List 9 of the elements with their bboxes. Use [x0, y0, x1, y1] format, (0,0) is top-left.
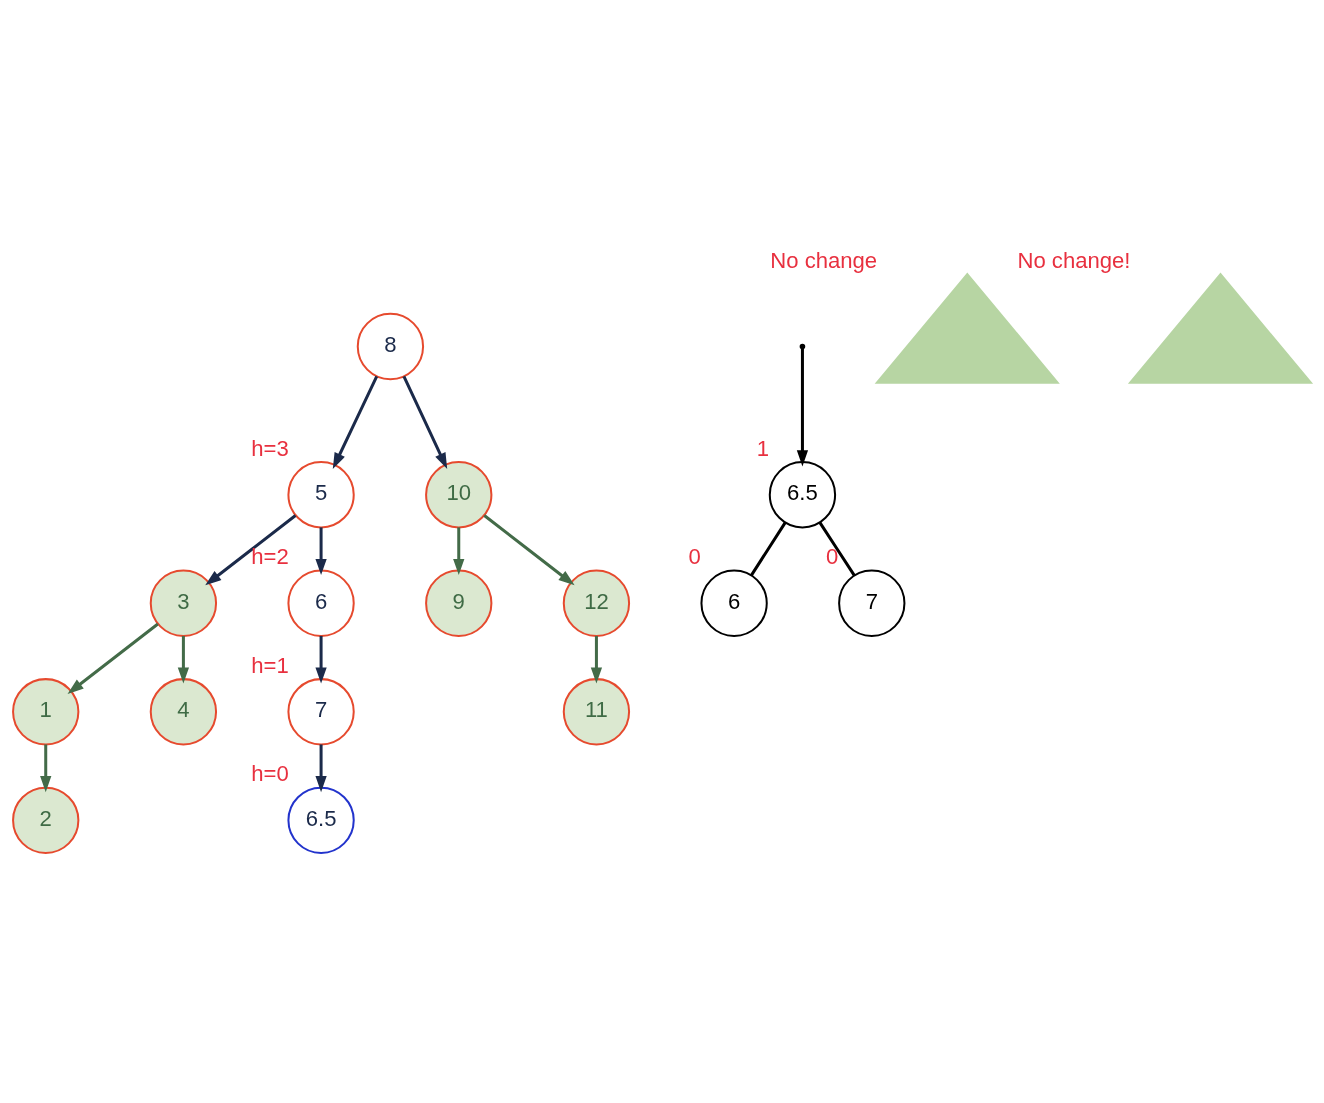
node-label: 0 [826, 544, 839, 570]
node-label: h=2 [251, 544, 289, 570]
node-label: h=0 [251, 761, 289, 787]
node-label: 0 [688, 544, 701, 570]
node-label: h=1 [251, 652, 289, 678]
node-label: No change [770, 247, 878, 273]
node-label: h=3 [251, 435, 289, 461]
node-label: 1 [756, 435, 770, 461]
node-label: No change! [1017, 247, 1131, 273]
